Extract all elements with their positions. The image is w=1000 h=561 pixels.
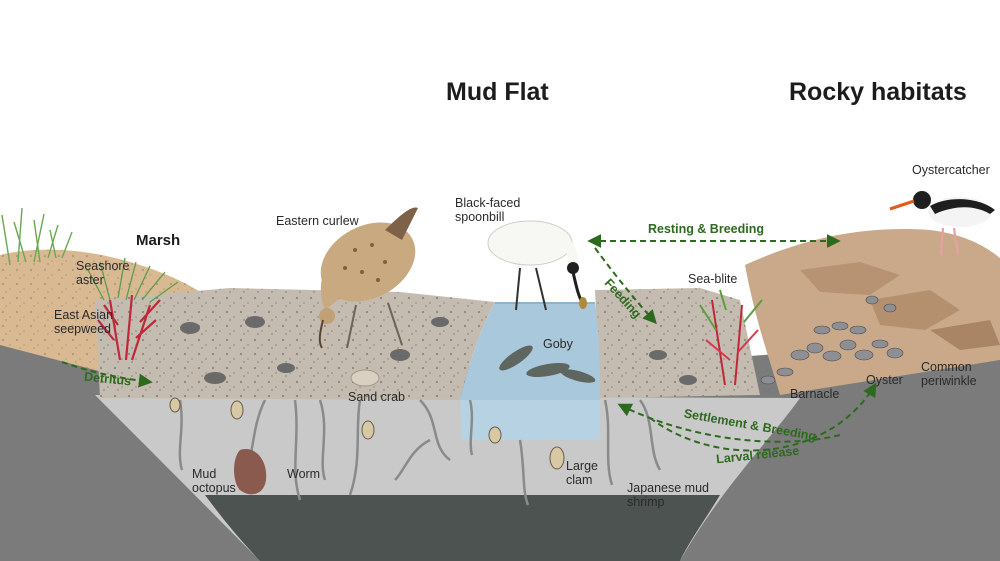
- label-large-clam: Large clam: [566, 459, 598, 487]
- label-oyster: Oyster: [866, 373, 903, 387]
- deep-mud-layer: [205, 495, 720, 561]
- label-east-asian-seepweed: East Asian seepweed: [54, 308, 114, 336]
- seepweed-plant: [97, 294, 161, 361]
- burrows: [178, 399, 662, 506]
- seashore-aster-plant: [87, 257, 179, 303]
- eastern-curlew-bird: [318, 207, 418, 349]
- crab: [180, 316, 697, 385]
- title-mud-flat: Mud Flat: [446, 78, 549, 106]
- black-faced-spoonbill-bird: [487, 220, 587, 311]
- label-common-periwinkle: Common periwinkle: [921, 360, 977, 388]
- detritus-arrow: [61, 361, 153, 388]
- label-seashore-aster: Seashore aster: [76, 259, 130, 287]
- label-barnacle: Barnacle: [790, 387, 840, 401]
- label-mud-octopus: Mud octopus: [192, 467, 236, 495]
- marsh-grass: [1, 207, 73, 266]
- title-marsh: Marsh: [136, 232, 181, 249]
- sand-crab-shape: [350, 369, 380, 387]
- label-oystercatcher: Oystercatcher: [912, 163, 990, 177]
- oystercatcher-bird: [889, 191, 995, 256]
- goby-fish: [499, 345, 596, 383]
- mud-octopus-shape: [234, 449, 267, 495]
- label-japanese-mud-shrimp: Japanese mud shrimp: [627, 481, 710, 509]
- label-eastern-curlew: Eastern curlew: [276, 214, 359, 228]
- label-goby: Goby: [543, 337, 573, 351]
- label-sea-blite: Sea-blite: [688, 272, 738, 286]
- clam-shapes: [169, 397, 565, 470]
- settlement-arrow: [617, 403, 841, 443]
- flow-label-resting-breeding: Resting & Breeding: [648, 222, 764, 236]
- sea-blite-plant: [699, 289, 763, 386]
- label-sand-crab: Sand crab: [348, 390, 405, 404]
- larval-release-arrow: [649, 382, 877, 452]
- oyster-cluster: [760, 295, 904, 385]
- title-rocky-habitats: Rocky habitats: [789, 78, 967, 106]
- label-worm: Worm: [287, 467, 321, 481]
- label-black-faced-spoonbill: Black-faced spoonbill: [455, 196, 521, 224]
